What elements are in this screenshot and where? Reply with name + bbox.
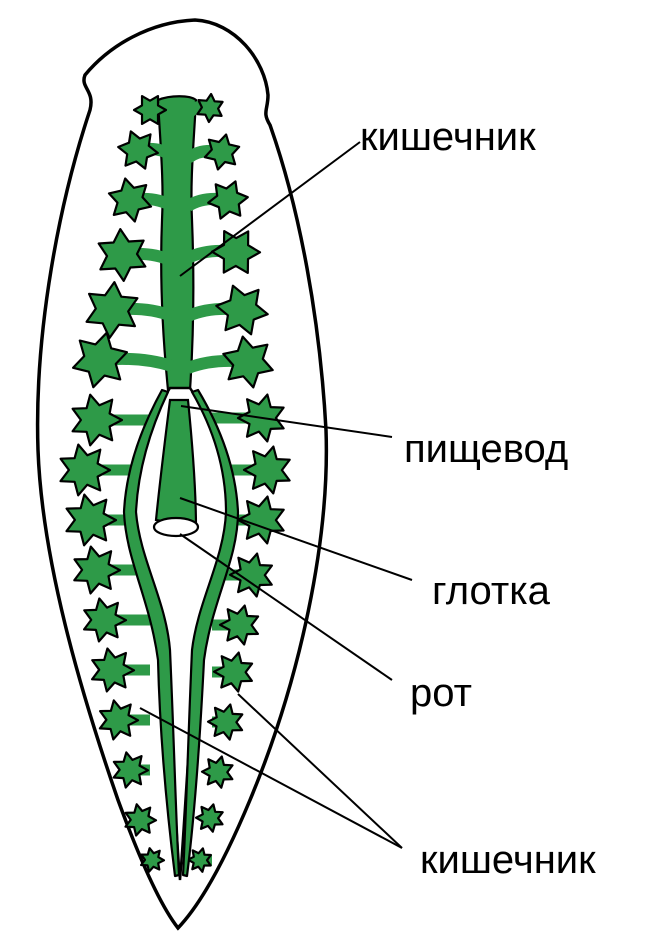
label-intestine-bottom: кишечник <box>420 838 596 882</box>
label-mouth: рот <box>410 671 472 715</box>
label-pharynx: глотка <box>432 569 551 613</box>
anterior-gut-trunk <box>158 96 196 390</box>
label-esophagus: пищевод <box>404 427 568 471</box>
label-intestine-top: кишечник <box>360 115 536 159</box>
mouth-opening <box>154 518 198 536</box>
